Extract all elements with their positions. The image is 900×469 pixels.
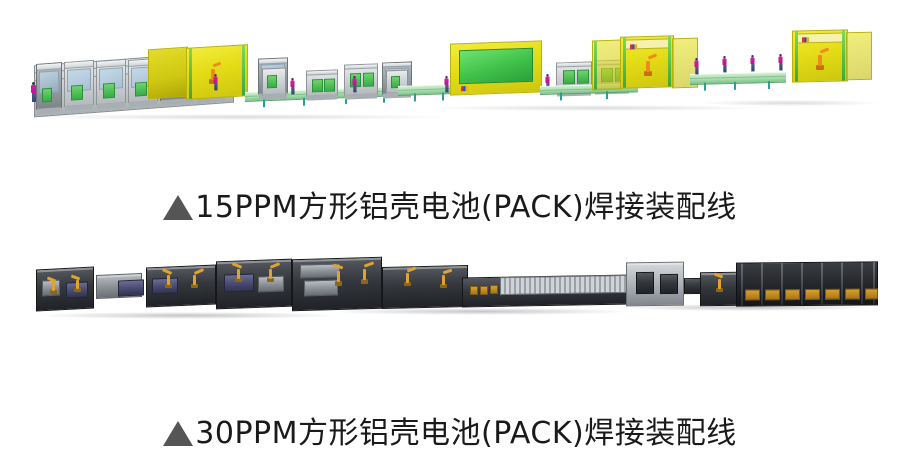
process-cabinet (64, 59, 94, 112)
conveyor-belt (398, 83, 458, 102)
robot-arm (70, 274, 84, 292)
figure-caption-1: 15PPM方形铝壳电池(PACK)焊接装配线 (0, 182, 900, 226)
robot-arm (160, 268, 176, 288)
triangle-marker-icon (163, 195, 194, 220)
carrier-fixture (480, 286, 488, 295)
safety-fence-panel (846, 31, 872, 81)
carrier-fixture (470, 286, 478, 295)
carrier-fixture (490, 285, 498, 294)
control-panel (118, 279, 144, 297)
robot-arm (712, 272, 727, 292)
brand-logo-decal (802, 37, 809, 43)
robot-arm (400, 266, 417, 286)
ground-shadow (430, 105, 760, 111)
machine-frame (382, 264, 468, 310)
ground-shadow (36, 312, 336, 319)
machine-module (660, 273, 678, 295)
assembly-conveyor (690, 71, 786, 91)
robot-arm (230, 262, 246, 282)
process-cabinet (96, 58, 126, 110)
workstation-cabinet (344, 63, 378, 100)
robot-arm (262, 262, 281, 282)
ground-shadow (330, 308, 630, 315)
ground-shadow (620, 304, 870, 311)
brand-logo-decal (630, 44, 637, 50)
robot-arm (330, 263, 346, 286)
workstation-cabinet (306, 69, 338, 101)
figure-caption-2: 30PPM方形铝壳电池(PACK)焊接装配线 (0, 408, 900, 452)
machine-module (636, 271, 654, 295)
process-cabinet (36, 62, 62, 114)
robot-arm (812, 47, 830, 70)
figure-block-2: 30PPM方形铝壳电池(PACK)焊接装配线 (0, 240, 900, 469)
production-line-render-2 (0, 240, 900, 380)
welding-station-enclosure (450, 40, 542, 96)
robot-arm (356, 261, 375, 284)
robot-arm (46, 276, 60, 294)
figure-block-1: 15PPM方形铝壳电池(PACK)焊接装配线 (0, 0, 900, 226)
robot-arm (640, 53, 658, 76)
brand-mark-icon (802, 37, 809, 43)
ground-shadow (30, 114, 450, 120)
brand-mark-icon (461, 85, 468, 92)
safety-fence-panel (592, 39, 622, 91)
robot-arm (205, 61, 222, 84)
workstation-cabinet (262, 67, 286, 100)
brand-logo-decal (461, 85, 468, 92)
production-line-render-1 (0, 0, 900, 150)
ribbed-conveyor (500, 274, 630, 296)
caption-text: 15PPM方形铝壳电池(PACK)焊接装配线 (195, 190, 737, 225)
brand-mark-icon (630, 44, 637, 50)
robot-arm (186, 268, 205, 288)
safety-fence-panel (148, 46, 188, 100)
storage-rack (736, 261, 878, 307)
ground-shadow (700, 100, 880, 106)
robot-arm (436, 268, 453, 288)
caption-text: 30PPM方形铝壳电池(PACK)焊接装配线 (195, 416, 737, 451)
triangle-marker-icon (163, 421, 194, 446)
